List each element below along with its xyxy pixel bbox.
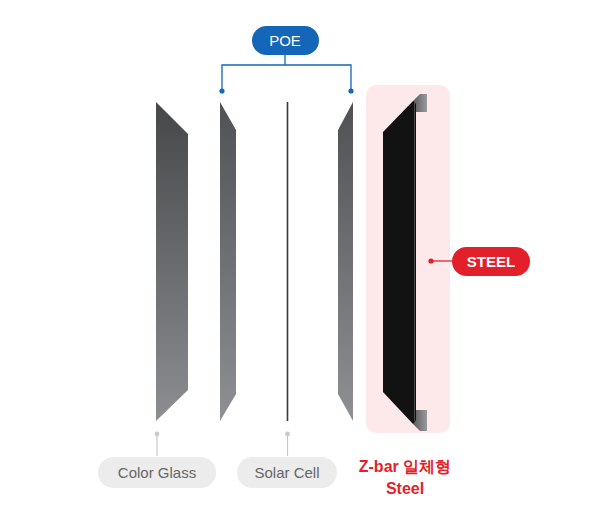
poe-layer	[220, 102, 236, 421]
node-text: Solar Cell	[254, 464, 319, 481]
material-pill: Color Glass	[98, 457, 216, 488]
steel-caption: Z-bar 일체형 Steel	[358, 456, 452, 500]
color-glass-layer	[156, 102, 188, 421]
node-text: STEEL	[467, 253, 515, 270]
node-text: POE	[269, 32, 301, 49]
solar-cell-layer	[287, 102, 289, 421]
leader-dot	[155, 432, 160, 437]
material-pill: Solar Cell	[237, 457, 337, 488]
steel-panel	[383, 101, 416, 424]
leader-dot	[285, 432, 290, 437]
steel-leader	[431, 260, 452, 261]
steel-highlight	[366, 85, 450, 433]
steel-pill: STEEL	[452, 247, 530, 276]
glass-leader	[156, 434, 157, 456]
node-text: Color Glass	[118, 464, 196, 481]
bracket-dot	[219, 88, 224, 93]
leader-dot	[428, 258, 433, 263]
steel-edge	[414, 103, 415, 421]
poe-layer	[338, 102, 353, 421]
cell-leader	[287, 434, 288, 456]
poe-pill: POE	[252, 26, 319, 55]
bracket-dot	[348, 88, 353, 93]
poe-bracket	[222, 54, 351, 90]
